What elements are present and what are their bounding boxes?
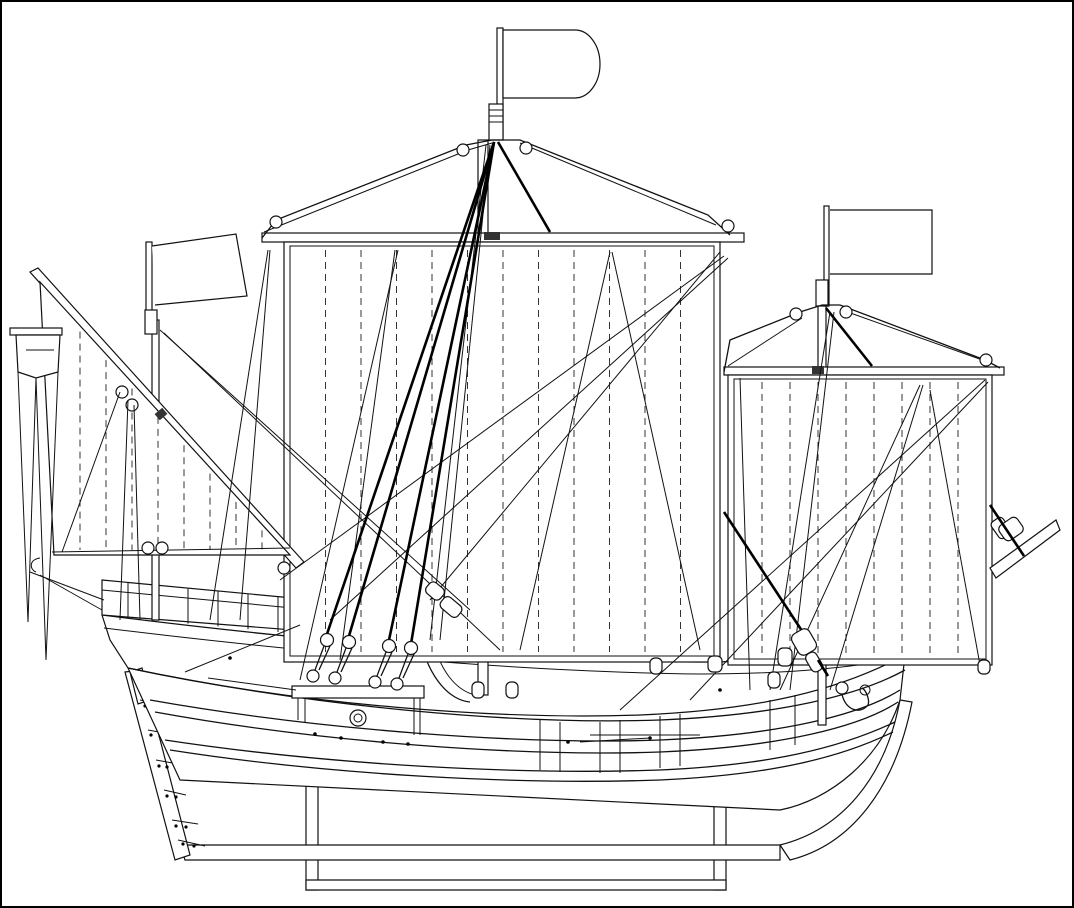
rudder-pintle: [157, 764, 161, 768]
lanyard: [398, 653, 409, 679]
rigging-thin: [29, 144, 989, 743]
anchor: [835, 681, 871, 711]
lateen-sail: [39, 280, 292, 556]
rudder-pintle: [165, 794, 169, 798]
rudder-pintle: [174, 824, 178, 828]
fore-flag: [830, 209, 933, 275]
lanyard: [340, 647, 353, 673]
fore-mast: [723, 205, 1005, 726]
hull-nail: [406, 742, 410, 746]
hull-nail: [381, 740, 385, 744]
lower-deadeye: [306, 669, 320, 683]
lanyard: [376, 651, 387, 677]
main-channel: [291, 685, 425, 699]
main-mast: [261, 27, 745, 696]
upper-deadeye: [319, 632, 335, 648]
fore-yard: [723, 366, 1005, 376]
hull-nail: [718, 688, 722, 692]
mizzen-mast: [29, 233, 305, 621]
upper-deadeye: [381, 638, 397, 654]
main-shrouds: [306, 141, 496, 691]
hull-nail: [313, 732, 317, 736]
stem-post: [779, 699, 913, 861]
lanyard: [314, 645, 325, 671]
main-flag: [502, 29, 601, 99]
fore-heavy-line: [722, 511, 830, 677]
port-hole: [349, 709, 367, 727]
lower-deadeye: [390, 677, 404, 691]
lanyard: [380, 651, 393, 677]
lower-deadeye: [368, 675, 382, 689]
upper-deadeye: [341, 634, 357, 650]
main-yard: [261, 232, 745, 243]
rudder-pintle: [165, 765, 169, 769]
bowsprit: [988, 504, 1061, 579]
main-sail: [283, 241, 721, 663]
sail-clew-blocks: [425, 581, 991, 699]
rudder-pintle: [174, 795, 178, 799]
upper-deadeye: [403, 640, 419, 656]
lower-deadeye: [328, 671, 342, 685]
stand-post-left: [305, 771, 319, 891]
lanyard: [402, 653, 415, 679]
lanyard: [336, 647, 347, 673]
fore-sail: [727, 374, 993, 666]
stern-banner: [9, 327, 63, 661]
hull-nail: [228, 656, 232, 660]
lanyard: [318, 645, 331, 671]
hull-nail: [339, 736, 343, 740]
rudder-pintle: [181, 842, 185, 846]
hull-nail: [566, 740, 570, 744]
rudder-pintle: [149, 733, 153, 737]
mizzen-flag: [151, 233, 248, 306]
stand-base: [305, 879, 727, 891]
rudder-pintle: [192, 844, 196, 848]
rudder-pintle: [184, 825, 188, 829]
